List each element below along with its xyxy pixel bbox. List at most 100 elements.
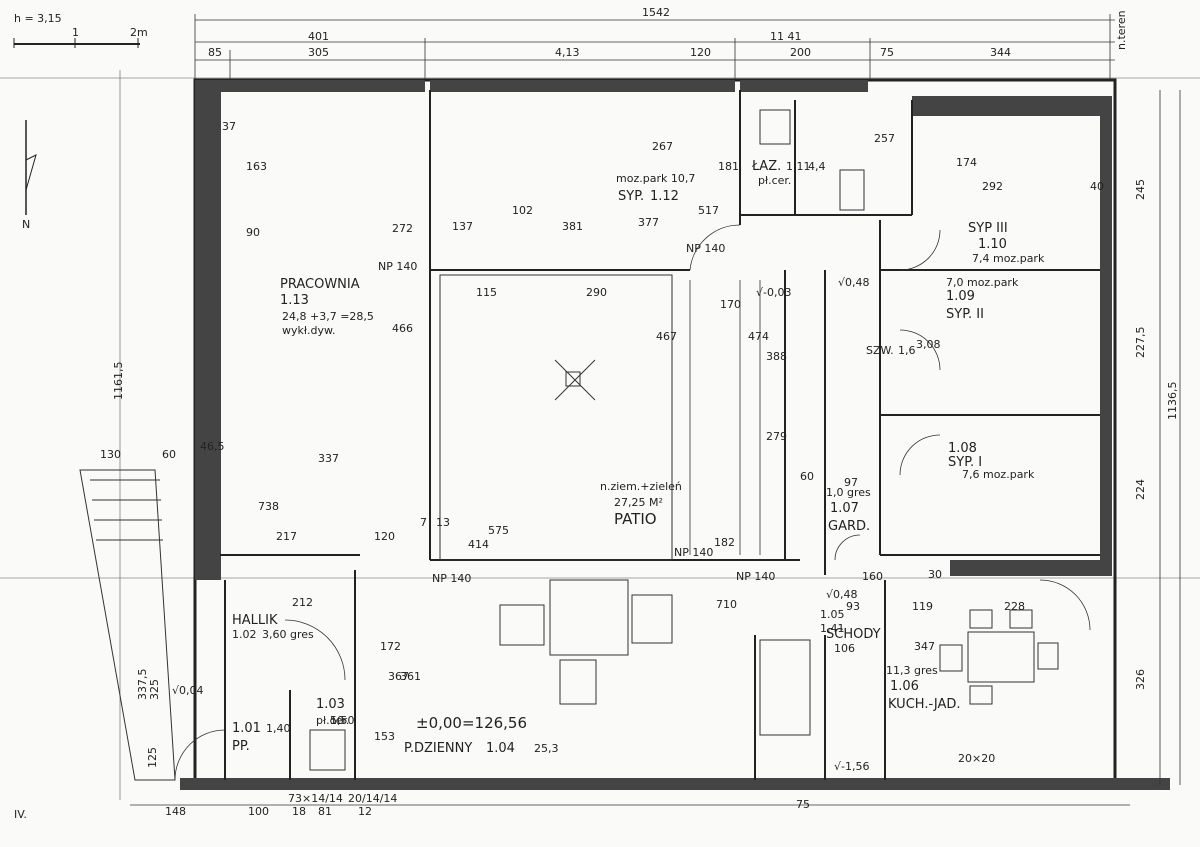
svg-text:1.10: 1.10 <box>978 237 1007 252</box>
svg-text:SYP.: SYP. <box>618 189 644 204</box>
svg-text:1.02: 1.02 <box>232 628 257 641</box>
svg-text:NP 140: NP 140 <box>736 570 775 583</box>
svg-text:60: 60 <box>162 448 176 461</box>
svg-text:NP 140: NP 140 <box>674 546 713 559</box>
room-patio: n.ziem.+zieleń 27,25 M² PATIO <box>600 480 682 528</box>
svg-text:1136,5: 1136,5 <box>1166 382 1179 421</box>
north-arrow-icon: N <box>22 120 37 231</box>
svg-text:120: 120 <box>690 46 711 59</box>
room-pracownia: PRACOWNIA 1.13 24,8 +3,7 =28,5 wykł.dyw. <box>280 277 374 337</box>
svg-text:1161,5: 1161,5 <box>112 362 125 401</box>
svg-text:12: 12 <box>358 805 372 818</box>
svg-text:75: 75 <box>880 46 894 59</box>
svg-text:PATIO: PATIO <box>614 510 657 528</box>
svg-text:SZW.: SZW. <box>866 344 894 357</box>
svg-text:224: 224 <box>1134 479 1147 500</box>
svg-text:PRACOWNIA: PRACOWNIA <box>280 277 360 292</box>
svg-text:137: 137 <box>452 220 473 233</box>
svg-text:279: 279 <box>766 430 787 443</box>
svg-text:337,5: 337,5 <box>136 669 149 701</box>
svg-text:1,6: 1,6 <box>898 344 916 357</box>
scale-bar: h = 3,15 1 2m <box>13 12 148 48</box>
svg-text:1,0 gres: 1,0 gres <box>826 486 871 499</box>
svg-text:KUCH.-JAD.: KUCH.-JAD. <box>888 697 961 712</box>
svg-text:1,50: 1,50 <box>330 714 355 727</box>
svg-text:85: 85 <box>208 46 222 59</box>
svg-text:1: 1 <box>72 26 79 39</box>
svg-text:305: 305 <box>308 46 329 59</box>
svg-text:130: 130 <box>100 448 121 461</box>
svg-text:NP 140: NP 140 <box>432 572 471 585</box>
svg-text:153: 153 <box>374 730 395 743</box>
room-wc: 1.03 pł.cer. 1,50 <box>316 697 355 727</box>
svg-text:377: 377 <box>638 216 659 229</box>
svg-text:227,5: 227,5 <box>1134 327 1147 359</box>
svg-text:575: 575 <box>488 524 509 537</box>
svg-text:73×14/14: 73×14/14 <box>288 792 343 805</box>
svg-text:102: 102 <box>512 204 533 217</box>
svg-text:160: 160 <box>862 570 883 583</box>
svg-text:347: 347 <box>914 640 935 653</box>
svg-text:290: 290 <box>586 286 607 299</box>
room-syp-110: SYP III 1.10 7,4 moz.park <box>968 221 1045 265</box>
room-gard: 1,0 gres 1.07 GARD. <box>826 486 871 534</box>
svg-text:257: 257 <box>874 132 895 145</box>
svg-text:37: 37 <box>222 120 236 133</box>
svg-text:√-1,56: √-1,56 <box>834 760 869 773</box>
patio-area <box>439 274 673 561</box>
svg-text:367: 367 <box>388 670 409 683</box>
svg-text:344: 344 <box>990 46 1011 59</box>
svg-text:148: 148 <box>165 805 186 818</box>
svg-text:272: 272 <box>392 222 413 235</box>
svg-text:361: 361 <box>400 670 421 683</box>
svg-text:1.05: 1.05 <box>820 608 845 621</box>
svg-text:738: 738 <box>258 500 279 513</box>
svg-text:467: 467 <box>656 330 677 343</box>
svg-text:pł.cer.: pł.cer. <box>758 174 791 187</box>
svg-text:18: 18 <box>292 805 306 818</box>
svg-text:1.07: 1.07 <box>830 501 859 516</box>
svg-text:325: 325 <box>148 679 161 700</box>
room-szw: SZW. 1,6 3,08 <box>866 338 941 357</box>
entrance-stairs <box>79 469 176 781</box>
svg-text:30: 30 <box>928 568 942 581</box>
svg-text:100: 100 <box>248 805 269 818</box>
svg-text:75: 75 <box>796 798 810 811</box>
svg-text:1.11: 1.11 <box>786 160 811 173</box>
svg-text:401: 401 <box>308 30 329 43</box>
svg-text:1.08: 1.08 <box>948 441 977 456</box>
svg-text:200: 200 <box>790 46 811 59</box>
stair-treads <box>689 280 761 555</box>
svg-text:97: 97 <box>844 476 858 489</box>
svg-text:13: 13 <box>436 516 450 529</box>
room-syp-108: 1.08 SYP. I 7,6 moz.park <box>948 441 1035 481</box>
svg-text:163: 163 <box>246 160 267 173</box>
svg-text:n.teren: n.teren <box>1115 10 1128 50</box>
top-dimensions <box>194 14 1115 80</box>
room-schody: 1.05 1,41 SCHODY <box>820 608 881 642</box>
svg-text:NP 140: NP 140 <box>378 260 417 273</box>
svg-text:N: N <box>22 218 30 231</box>
svg-text:1.09: 1.09 <box>946 289 975 304</box>
room-dzienny: ±0,00=126,56 P.DZIENNY 1.04 25,3 <box>404 714 559 756</box>
svg-text:7,6 moz.park: 7,6 moz.park <box>962 468 1035 481</box>
room-kuch-jad: 11,3 gres 1.06 KUCH.-JAD. <box>886 664 961 712</box>
svg-text:466: 466 <box>392 322 413 335</box>
svg-text:1.12: 1.12 <box>650 189 679 204</box>
svg-text:11 41: 11 41 <box>770 30 802 43</box>
svg-text:212: 212 <box>292 596 313 609</box>
svg-text:1,40: 1,40 <box>266 722 291 735</box>
svg-text:n.ziem.+zieleń: n.ziem.+zieleń <box>600 480 682 493</box>
svg-text:292: 292 <box>982 180 1003 193</box>
svg-text:√0,48: √0,48 <box>826 588 858 601</box>
svg-text:182: 182 <box>714 536 735 549</box>
svg-text:24,8 +3,7 =28,5: 24,8 +3,7 =28,5 <box>282 310 374 323</box>
room-syp-109: 7,0 moz.park 1.09 SYP. II <box>946 276 1019 322</box>
furniture <box>309 109 1059 771</box>
svg-text:228: 228 <box>1004 600 1025 613</box>
svg-text:81: 81 <box>318 805 332 818</box>
svg-text:3,08: 3,08 <box>916 338 941 351</box>
svg-text:115: 115 <box>476 286 497 299</box>
svg-text:PP.: PP. <box>232 739 250 754</box>
